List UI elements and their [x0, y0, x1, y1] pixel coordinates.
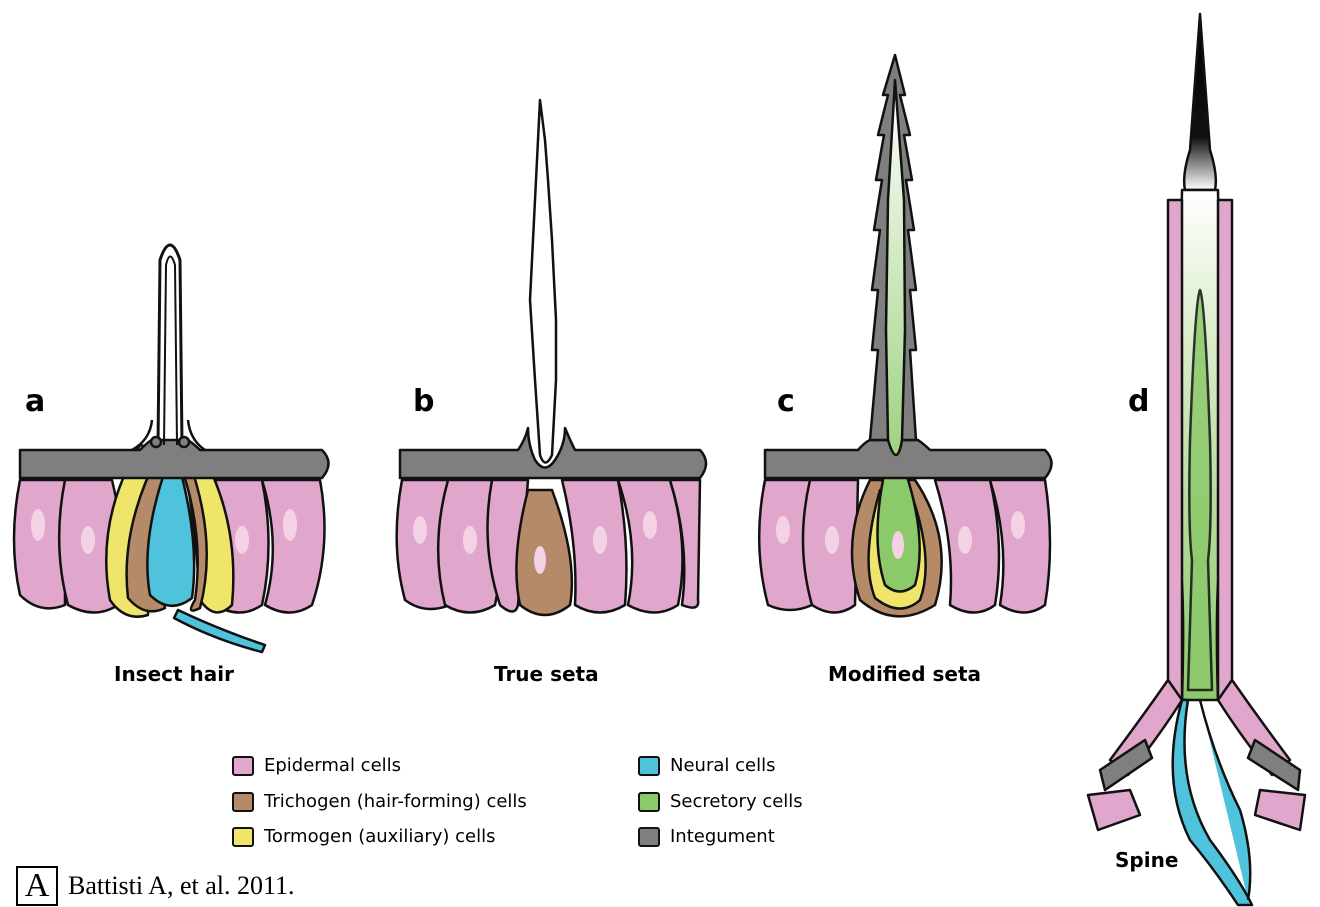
swatch-tormogen: [232, 827, 254, 847]
caption-spine: Spine: [1115, 848, 1178, 872]
panel-letter-a: a: [25, 384, 45, 419]
integument-a: [20, 440, 329, 478]
epidermal-cells-d-right: [1218, 200, 1305, 830]
swatch-neural: [638, 756, 660, 776]
caption-modified-seta: Modified seta: [828, 662, 981, 686]
integument-c: [765, 440, 1052, 478]
spine-tip: [1184, 14, 1216, 190]
swatch-secretory: [638, 792, 660, 812]
panel-c-modified-seta: [759, 55, 1051, 616]
publisher-logo-icon: A: [16, 866, 58, 906]
legend-label: Trichogen (hair-forming) cells: [264, 791, 527, 812]
legend-label: Neural cells: [670, 755, 775, 776]
swatch-integument: [638, 827, 660, 847]
legend-item-trichogen: Trichogen (hair-forming) cells: [232, 791, 527, 812]
swatch-epidermal: [232, 756, 254, 776]
panel-letter-d: d: [1128, 384, 1149, 419]
legend-item-integument: Integument: [638, 826, 775, 847]
legend-item-neural: Neural cells: [638, 755, 775, 776]
legend-label: Epidermal cells: [264, 755, 401, 776]
panel-b-true-seta: [397, 100, 706, 615]
panel-a-insect-hair: [14, 245, 329, 652]
panel-letter-b: b: [413, 384, 434, 419]
swatch-trichogen: [232, 792, 254, 812]
credit: A Battisti A, et al. 2011.: [16, 866, 295, 906]
legend-label: Integument: [670, 826, 775, 847]
panel-letter-c: c: [777, 384, 795, 419]
legend-label: Tormogen (auxiliary) cells: [264, 826, 496, 847]
hair-a: [158, 245, 182, 445]
credit-text: Battisti A, et al. 2011.: [68, 871, 295, 901]
legend-item-secretory: Secretory cells: [638, 791, 803, 812]
panel-d-spine: [1088, 14, 1305, 905]
caption-true-seta: True seta: [494, 662, 599, 686]
legend-label: Secretory cells: [670, 791, 803, 812]
epidermal-cells-d-left: [1088, 200, 1182, 830]
caption-insect-hair: Insect hair: [114, 662, 234, 686]
seta-b: [530, 100, 556, 463]
legend-item-epidermal: Epidermal cells: [232, 755, 401, 776]
legend-item-tormogen: Tormogen (auxiliary) cells: [232, 826, 496, 847]
